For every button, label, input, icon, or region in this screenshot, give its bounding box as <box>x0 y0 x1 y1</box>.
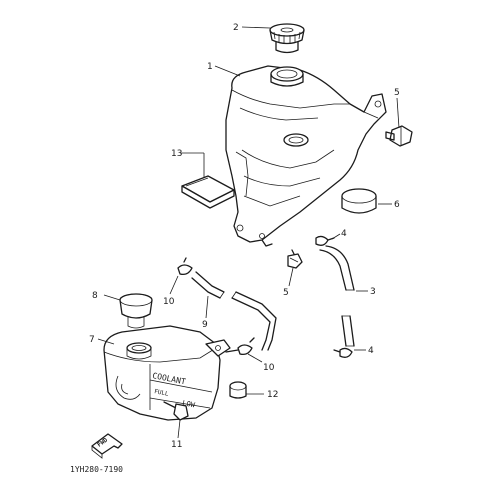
callout-5-upper: 5 <box>394 88 400 98</box>
callout-10-lower: 10 <box>263 363 275 373</box>
hose-9 <box>191 271 277 351</box>
clamp-10-upper <box>177 257 193 276</box>
callout-4-lower: 4 <box>368 346 374 356</box>
low-mark-label: LOW <box>182 399 197 409</box>
callout-12: 12 <box>267 390 278 400</box>
bolt-11 <box>163 401 189 421</box>
callout-4-upper: 4 <box>341 229 347 239</box>
callout-9: 9 <box>202 320 208 330</box>
clamp-4-upper <box>315 235 335 246</box>
bolt-5-upper <box>385 125 413 147</box>
callout-5-lower: 5 <box>283 288 289 298</box>
callout-13: 13 <box>171 149 182 159</box>
radiator-cap <box>269 23 305 54</box>
leader-lines <box>97 26 400 439</box>
rubber-cap-6 <box>341 188 377 214</box>
diagram-part-code: 1YH280-7190 <box>70 465 123 474</box>
callout-10-upper: 10 <box>163 297 175 307</box>
reservoir-cap-8 <box>119 293 153 329</box>
callout-6: 6 <box>394 200 400 210</box>
callout-7: 7 <box>89 335 95 345</box>
hose-3 <box>319 245 355 347</box>
fwd-arrow-icon <box>91 433 123 459</box>
clamp-10-lower <box>237 337 255 356</box>
grommet-12 <box>229 381 247 399</box>
radiator-tank <box>225 65 387 247</box>
callout-1: 1 <box>207 62 213 72</box>
clamp-4-lower <box>333 347 353 358</box>
full-mark-label: FULL <box>154 388 170 398</box>
callout-2: 2 <box>233 23 239 33</box>
callout-3: 3 <box>370 287 376 297</box>
pad-13 <box>181 175 235 209</box>
callout-11: 11 <box>171 440 182 450</box>
bolt-5-lower <box>287 249 303 269</box>
callout-8: 8 <box>92 291 98 301</box>
